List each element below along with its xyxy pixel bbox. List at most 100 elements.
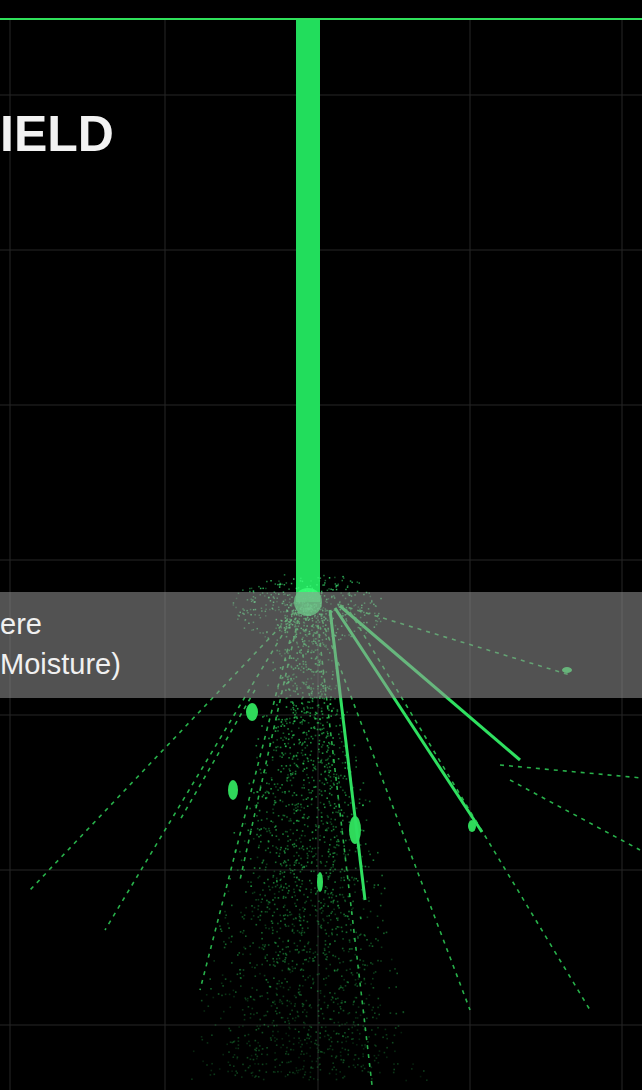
particle xyxy=(327,816,329,818)
particle xyxy=(360,918,362,920)
particle xyxy=(287,780,289,782)
particle xyxy=(310,1047,312,1049)
particle xyxy=(306,865,308,867)
particle xyxy=(301,968,303,970)
particle xyxy=(320,990,322,992)
particle xyxy=(207,1042,209,1044)
particle xyxy=(294,714,296,716)
particle xyxy=(276,983,278,985)
particle xyxy=(259,810,261,812)
particle xyxy=(288,1062,290,1064)
particle xyxy=(345,901,347,903)
particle xyxy=(303,866,305,868)
particle xyxy=(300,994,302,996)
particle xyxy=(297,708,299,710)
particle xyxy=(298,878,300,880)
particle xyxy=(365,799,367,801)
particle xyxy=(335,714,337,716)
particle xyxy=(321,855,323,857)
particle xyxy=(345,1001,347,1003)
particle xyxy=(315,712,317,714)
particle xyxy=(285,753,287,755)
particle xyxy=(253,999,255,1001)
particle xyxy=(290,780,292,782)
particle xyxy=(303,1066,305,1068)
particle xyxy=(317,722,319,724)
particle xyxy=(364,1003,366,1005)
particle xyxy=(325,984,327,986)
particle xyxy=(294,943,296,945)
particle xyxy=(282,833,284,835)
particle xyxy=(302,755,304,757)
top-bar xyxy=(0,0,642,20)
particle xyxy=(330,821,332,823)
particle xyxy=(297,806,299,808)
particle xyxy=(330,919,332,921)
particle xyxy=(277,1031,279,1033)
particle xyxy=(281,819,283,821)
particle xyxy=(296,820,298,822)
particle xyxy=(344,880,346,882)
particle xyxy=(384,888,386,890)
particle xyxy=(310,754,312,756)
particle xyxy=(302,1068,304,1070)
particle xyxy=(334,940,336,942)
particle xyxy=(325,759,327,761)
particle xyxy=(340,912,342,914)
particle xyxy=(318,1010,320,1012)
particle xyxy=(298,862,300,864)
particle xyxy=(285,831,287,833)
particle xyxy=(293,712,295,714)
particle xyxy=(351,814,353,816)
particle xyxy=(343,1062,345,1064)
particle xyxy=(295,1028,297,1030)
particle xyxy=(300,924,302,926)
particle xyxy=(307,896,309,898)
particle xyxy=(259,876,261,878)
particle xyxy=(341,869,343,871)
particle xyxy=(256,1047,258,1049)
grid-line xyxy=(470,20,471,1090)
particle xyxy=(294,925,296,927)
particle xyxy=(272,1035,274,1037)
particle xyxy=(258,916,260,918)
particle xyxy=(332,737,334,739)
particle xyxy=(306,1037,308,1039)
particle xyxy=(339,1071,341,1073)
particle xyxy=(338,841,340,843)
particle xyxy=(238,1044,240,1046)
particle xyxy=(308,738,310,740)
grid-line xyxy=(0,715,642,716)
particle xyxy=(420,1076,422,1078)
particle xyxy=(270,852,272,854)
particle xyxy=(219,925,221,927)
particle xyxy=(347,916,349,918)
particle xyxy=(328,758,330,760)
particle xyxy=(245,823,247,825)
particle xyxy=(383,933,385,935)
particle xyxy=(275,1010,277,1012)
particle xyxy=(377,940,379,942)
particle xyxy=(298,993,300,995)
particle xyxy=(254,907,256,909)
particle xyxy=(294,968,296,970)
particle xyxy=(274,800,276,802)
particle xyxy=(349,1012,351,1014)
particle xyxy=(318,1064,320,1066)
particle xyxy=(261,1053,263,1055)
particle xyxy=(243,918,245,920)
particle xyxy=(300,804,302,806)
particle xyxy=(352,974,354,976)
particle xyxy=(265,927,267,929)
particle xyxy=(310,712,312,714)
particle xyxy=(330,901,332,903)
particle xyxy=(292,703,294,705)
particle xyxy=(311,871,313,873)
particle xyxy=(277,783,279,785)
particle xyxy=(275,727,277,729)
particle xyxy=(282,1003,284,1005)
particle xyxy=(310,742,312,744)
particle xyxy=(236,1072,238,1074)
particle xyxy=(290,709,292,711)
particle xyxy=(330,869,332,871)
